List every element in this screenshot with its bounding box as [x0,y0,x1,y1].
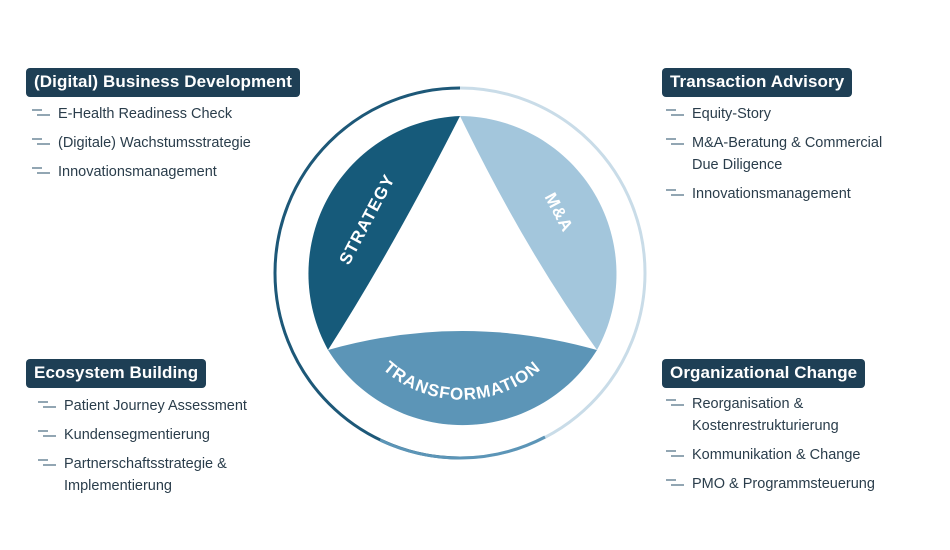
list-item: Patient Journey Assessment [38,395,247,417]
transformation-segment[interactable] [328,331,597,426]
dash-bullet-icon [38,457,56,469]
list-item-text: Implementierung [64,478,172,494]
item-list: E-Health Readiness Check (Digitale) Wachs… [32,103,300,183]
list-item-text: M&A-Beratung & Commercial [692,135,883,151]
list-item-text: Due Diligence [692,157,783,173]
list-item-text: Innovationsmanagement [692,186,851,202]
dash-bullet-icon [38,399,56,411]
block-business-development: (Digital) Business Development E-Health … [26,68,301,190]
dash-bullet-icon [666,477,684,489]
list-item-text: Kommunikation & Change [692,447,861,463]
list-item-text: (Digitale) Wachstumsstrategie [58,135,251,151]
outer-ring-dark [273,86,461,460]
list-item: (Digitale) Wachstumsstrategie [32,132,300,154]
dash-bullet-icon [32,136,50,148]
list-item-text: Kundensegmentierung [64,427,210,443]
list-item-text: Equity-Story [692,106,771,122]
dash-bullet-icon [666,448,684,460]
dash-bullet-icon [666,187,684,199]
block-title: Ecosystem Building [26,359,207,388]
list-item: Kommunikation & Change [666,444,875,466]
list-item-text: Innovationsmanagement [58,164,217,180]
outer-ring-bottom-accent [379,435,546,460]
block-organizational-change: Organizational Change Reorganisation & Ko… [662,359,875,502]
dash-bullet-icon [32,107,50,119]
list-item: Partnerschaftsstrategie & Implementierung [38,453,247,497]
list-item-text: Kostenrestrukturierung [692,418,839,434]
list-item-text: E-Health Readiness Check [58,106,233,122]
strategy-segment[interactable] [308,116,460,350]
block-title: Organizational Change [662,359,866,388]
block-ecosystem-building: Ecosystem Building Patient Journey Asses… [26,359,247,504]
dash-bullet-icon [666,397,684,409]
block-title: (Digital) Business Development [26,68,301,97]
list-item: Innovationsmanagement [32,161,300,183]
list-item: Reorganisation & Kostenrestrukturierung [666,393,875,437]
list-item-text: Partnerschaftsstrategie & [64,456,227,472]
list-item: E-Health Readiness Check [32,103,300,125]
list-item-text: PMO & Programmsteuerung [692,476,875,492]
block-title: Transaction Advisory [662,68,853,97]
list-item: Innovationsmanagement [666,183,882,205]
dash-bullet-icon [666,107,684,119]
ma-segment[interactable] [460,116,617,350]
list-item: PMO & Programmsteuerung [666,473,875,495]
dash-bullet-icon [32,165,50,177]
list-item: Kundensegmentierung [38,424,247,446]
dash-bullet-icon [38,428,56,440]
list-item-text: Patient Journey Assessment [64,398,247,414]
list-item-text: Reorganisation & [692,396,804,412]
dash-bullet-icon [666,136,684,148]
list-item: Equity-Story [666,103,882,125]
outer-ring-light [459,86,647,460]
